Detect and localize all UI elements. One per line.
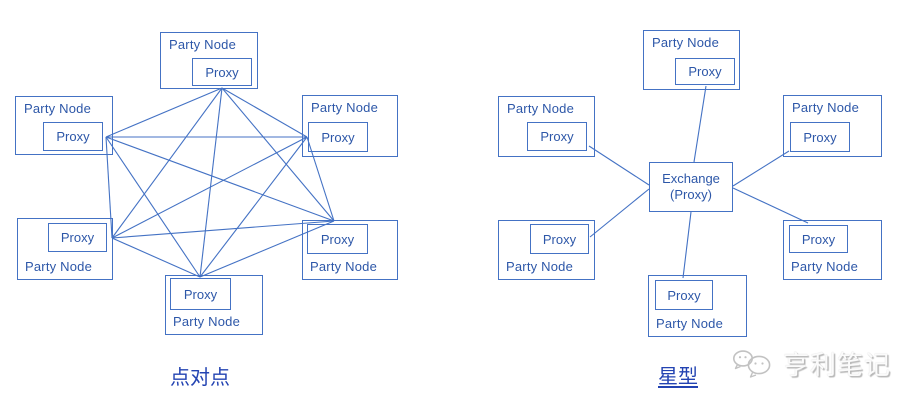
party-node-box: Party Node Proxy [160, 32, 258, 89]
proxy-label: Proxy [205, 64, 239, 80]
proxy-label: Proxy [540, 129, 574, 144]
proxy-box: Proxy [170, 278, 231, 310]
star-connection-line [732, 187, 809, 224]
proxy-label: Proxy [542, 231, 577, 247]
party-node-label: Party Node [25, 259, 93, 274]
star-diagram-title: 星型 [658, 366, 698, 388]
proxy-box: Proxy [789, 225, 848, 253]
party-node-label: Party Node [792, 100, 860, 115]
proxy-box: Proxy [530, 224, 589, 254]
star-connection-line [588, 145, 650, 186]
proxy-box: Proxy [655, 280, 713, 310]
party-node-label: Party Node [173, 314, 241, 329]
star-connection-line [682, 211, 692, 279]
proxy-box: Proxy [675, 58, 735, 85]
proxy-box: Proxy [48, 223, 107, 252]
proxy-label: Proxy [688, 64, 722, 79]
proxy-label: Proxy [320, 231, 355, 247]
wechat-icon [733, 349, 771, 378]
proxy-label: Proxy [56, 129, 90, 144]
mesh-connection-line [105, 136, 113, 239]
party-node-box: Party Node Proxy [302, 95, 398, 157]
party-node-label: Party Node [656, 316, 724, 331]
party-node-box: Party Node Proxy [302, 220, 398, 280]
star-connection-line [732, 150, 790, 187]
proxy-box: Proxy [308, 122, 368, 152]
party-node-box: Party Node Proxy [17, 218, 113, 280]
party-node-label: Party Node [506, 259, 574, 274]
star-connection-line [589, 188, 650, 238]
party-node-box: Party Node Proxy [165, 275, 263, 335]
party-node-box: Party Node Proxy [783, 95, 882, 157]
party-node-label: Party Node [652, 35, 720, 50]
star-connection-line [693, 85, 707, 163]
watermark-text: 亨利笔记 [783, 350, 892, 380]
mesh-connection-line [199, 87, 223, 278]
p2p-diagram-title: 点对点 [170, 367, 230, 389]
party-node-label: Party Node [507, 101, 575, 116]
party-node-box: Party Node Proxy [498, 96, 595, 157]
mesh-connection-line [111, 220, 335, 239]
proxy-box: Proxy [527, 122, 587, 151]
proxy-label: Proxy [60, 230, 95, 245]
proxy-label: Proxy [801, 231, 836, 247]
proxy-label: Proxy [667, 287, 701, 303]
proxy-label: Proxy [183, 286, 218, 302]
mesh-connection-line [105, 136, 201, 278]
mesh-connection-line [111, 87, 223, 239]
mesh-connection-line [221, 87, 335, 222]
party-node-label: Party Node [310, 259, 378, 274]
party-node-box: Party Node Proxy [643, 30, 740, 90]
mesh-connection-line [111, 237, 201, 278]
mesh-connection-line [199, 136, 308, 278]
proxy-label: Proxy [803, 129, 837, 145]
party-node-label: Party Node [791, 259, 859, 274]
mesh-connection-line [111, 136, 308, 239]
proxy-box: Proxy [790, 122, 850, 152]
mesh-connection-line [105, 136, 335, 222]
proxy-box: Proxy [307, 224, 368, 254]
proxy-box: Proxy [43, 122, 103, 151]
exchange-label-line2: (Proxy) [670, 187, 712, 202]
proxy-label: Proxy [321, 129, 355, 145]
mesh-connection-line [199, 220, 335, 278]
party-node-label: Party Node [169, 37, 237, 52]
party-node-box: Party Node Proxy [648, 275, 747, 337]
watermark: 亨利笔记 [732, 345, 891, 382]
party-node-label: Party Node [24, 101, 92, 116]
party-node-label: Party Node [311, 100, 379, 115]
proxy-box: Proxy [192, 58, 252, 86]
exchange-label-line1: Exchange [662, 170, 720, 186]
mesh-connection-line [105, 87, 223, 138]
party-node-box: Party Node Proxy [783, 220, 882, 280]
party-node-box: Party Node Proxy [498, 220, 595, 280]
mesh-connection-line [221, 87, 308, 138]
exchange-proxy-box: Exchange (Proxy) [649, 162, 733, 212]
party-node-box: Party Node Proxy [15, 96, 113, 155]
